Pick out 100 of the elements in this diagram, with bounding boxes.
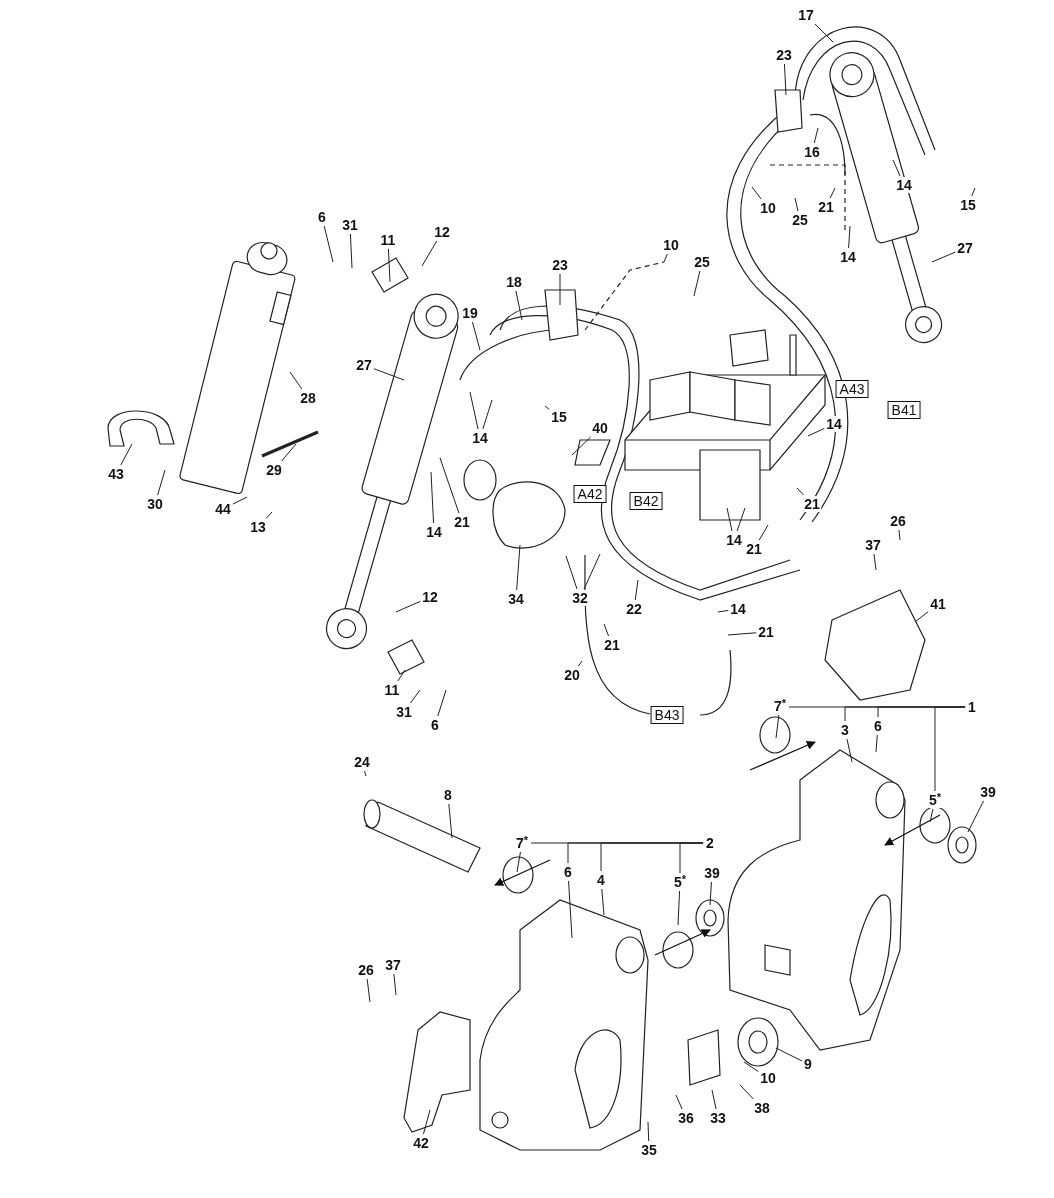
callout-number: 43 <box>107 466 125 482</box>
leader-line <box>892 159 901 177</box>
leader-line <box>323 225 334 263</box>
callout-number: 15 <box>959 197 977 213</box>
leader-line <box>875 734 878 753</box>
callout-number: 27 <box>956 240 974 256</box>
callout-number: 6 <box>430 717 440 733</box>
leader-line <box>281 443 297 462</box>
callout-number: 10 <box>662 237 680 253</box>
callout-number: 37 <box>384 957 402 973</box>
leader-line <box>439 457 460 514</box>
leader-line <box>410 689 421 704</box>
leader-line <box>366 978 371 1003</box>
callout-number: 22 <box>625 601 643 617</box>
callout-number: 1 <box>967 699 977 715</box>
leader-line <box>577 660 583 667</box>
callout-number: 25 <box>791 212 809 228</box>
callout-number: 42 <box>412 1135 430 1151</box>
callout-number: 21 <box>803 496 821 512</box>
bracket-line <box>679 842 704 874</box>
callout-number: 11 <box>383 682 401 698</box>
leader-line <box>807 428 825 437</box>
leader-line <box>565 555 578 590</box>
leader-line <box>265 511 273 519</box>
leader-line <box>813 127 819 144</box>
leader-line <box>898 529 901 541</box>
callout-number: 6 <box>873 718 883 734</box>
leader-line <box>515 290 523 321</box>
callout-number: 14 <box>725 532 743 548</box>
leader-line <box>971 187 976 197</box>
leader-line <box>469 391 479 430</box>
callout-number: 10 <box>759 1070 777 1086</box>
callout-number: 2 <box>705 835 715 851</box>
leader-line <box>814 23 834 43</box>
callout-number: 8 <box>443 787 453 803</box>
callout-number: 25 <box>693 254 711 270</box>
callout-number: 41 <box>929 596 947 612</box>
leader-line <box>663 253 668 263</box>
callout-number: 20 <box>563 667 581 683</box>
connection-tag: A42 <box>573 485 607 503</box>
connection-tag: B43 <box>650 706 684 724</box>
leader-line <box>516 851 521 873</box>
leader-line <box>157 469 166 496</box>
callout-number: 24 <box>353 754 371 770</box>
leader-line <box>929 808 934 823</box>
leader-line <box>775 714 780 739</box>
callout-number: 39 <box>979 784 997 800</box>
callout-number: 44 <box>214 501 232 517</box>
leader-line <box>289 371 303 390</box>
leader-line <box>583 553 601 590</box>
callout-number: 16 <box>803 144 821 160</box>
callout-number: 12 <box>421 589 439 605</box>
leader-line <box>709 881 712 906</box>
leader-line <box>726 507 733 532</box>
callout-number: 30 <box>146 496 164 512</box>
leader-line <box>846 738 853 763</box>
callout-number: 31 <box>395 704 413 720</box>
leader-line <box>717 609 729 613</box>
callout-number: 37 <box>864 537 882 553</box>
leader-line <box>677 890 681 926</box>
callout-number: 28 <box>299 390 317 406</box>
leader-line <box>603 623 610 637</box>
leader-line <box>796 487 805 496</box>
leader-line <box>693 270 701 297</box>
callout-number: 29 <box>265 462 283 478</box>
leader-line <box>711 1089 717 1110</box>
callout-number: 35 <box>640 1142 658 1158</box>
leader-line <box>437 689 447 717</box>
leader-line <box>516 544 521 591</box>
callout-number: 14 <box>839 249 857 265</box>
callout-number: 7$^{*}$ <box>514 835 530 851</box>
callout-number: 40 <box>591 420 609 436</box>
callout-number: 13 <box>249 519 267 535</box>
leader-line <box>568 880 573 939</box>
leader-line <box>647 1121 650 1142</box>
leader-line <box>601 888 605 916</box>
leader-line <box>482 399 493 430</box>
leader-line <box>829 187 836 199</box>
callout-number: 26 <box>889 513 907 529</box>
callout-number: 14 <box>825 416 843 432</box>
leader-line <box>373 368 405 381</box>
callout-number: 5$^{*}$ <box>672 874 688 890</box>
connection-tag: B41 <box>887 401 921 419</box>
callout-number: 23 <box>551 257 569 273</box>
callout-number: 17 <box>797 7 815 23</box>
leader-line <box>349 233 353 269</box>
leader-line <box>775 1047 803 1062</box>
bracket-line <box>934 706 966 792</box>
leader-line <box>364 770 367 777</box>
leader-line <box>448 803 453 839</box>
leader-line <box>931 251 956 263</box>
leader-line <box>848 225 851 249</box>
callout-number: 14 <box>471 430 489 446</box>
callout-number: 7$^{*}$ <box>772 698 788 714</box>
callout-number: 15 <box>550 409 568 425</box>
callout-number: 31 <box>341 217 359 233</box>
callout-number: 14 <box>425 524 443 540</box>
callout-number: 33 <box>709 1110 727 1126</box>
leader-line <box>559 273 561 306</box>
leader-line <box>544 405 550 410</box>
